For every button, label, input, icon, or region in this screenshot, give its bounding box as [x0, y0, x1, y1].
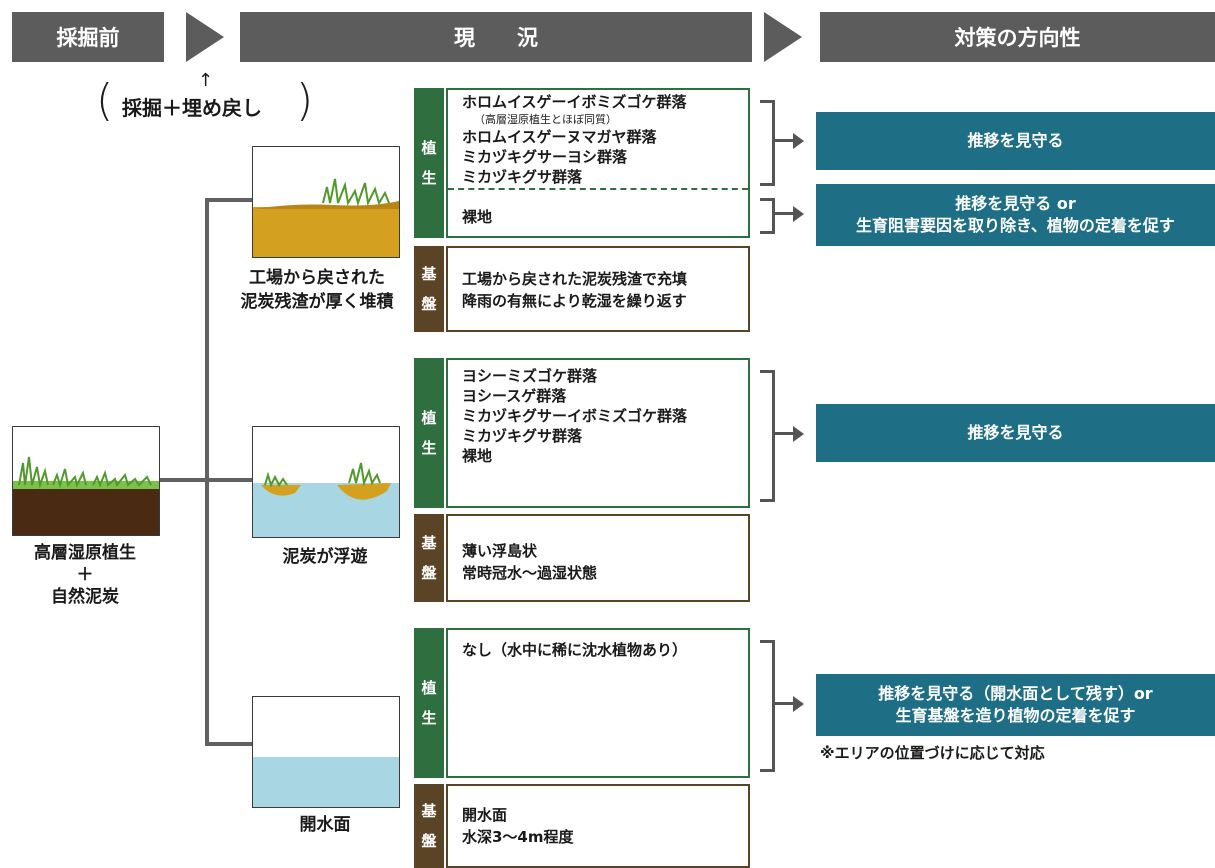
caption-case1: 工場から戻された 泥炭残渣が厚く堆積 [240, 268, 394, 312]
base-item: 常時冠水～過湿状態 [462, 564, 598, 582]
arrow-shaft-case3 [775, 702, 793, 705]
veg-bare-case1: 裸地 [462, 208, 493, 226]
scene-case1-illustration [253, 178, 399, 257]
scene-case2-illustration [253, 462, 399, 537]
veg-box-case3: なし（水中に稀に沈水植物あり） [446, 628, 750, 778]
veg-item: ミカヅキグサーヨシ群落 [462, 148, 628, 166]
header-arrow-2 [764, 12, 802, 62]
veg-item: ヨシーミズゴケ群落 [462, 367, 598, 385]
header-current: 現 況 [240, 12, 752, 62]
connector-trunk [205, 198, 209, 746]
open-paren: ( [96, 75, 114, 126]
header-policy: 対策の方向性 [820, 12, 1215, 62]
veg-item: ミカヅキグサーイボミズゴケ群落 [462, 407, 688, 425]
arrow-head-case1a [793, 133, 804, 149]
bracket-case3 [760, 640, 775, 772]
up-arrow: ↑ [198, 70, 214, 91]
veg-item: ホロムイスゲーイボミズゴケ群落 [462, 93, 687, 111]
base-item: 水深3～4m程度 [462, 828, 574, 846]
scene-case2 [252, 426, 400, 538]
connector-case3 [205, 742, 252, 746]
tag-veg-case2: 植生 [414, 358, 444, 508]
tag-veg-case1: 植生 [414, 88, 444, 238]
arrow-head-case2 [793, 426, 804, 442]
veg-item: なし（水中に稀に沈水植物あり） [462, 641, 688, 659]
veg-item: ミカヅキグサ群落 [462, 168, 583, 186]
tag-base-case3: 基盤 [414, 784, 444, 868]
tag-veg-case3: 植生 [414, 628, 444, 778]
caption-original: 高層湿原植生 ＋ 自然泥炭 [34, 543, 136, 607]
veg-item: ミカヅキグサ群落 [462, 427, 583, 445]
veg-divider [448, 188, 748, 190]
scene-original-illustration [13, 456, 159, 535]
tag-base-case2: 基盤 [414, 514, 444, 602]
scene-case3 [252, 696, 400, 808]
veg-item: 裸地 [462, 447, 493, 465]
header-arrow-1 [186, 12, 224, 62]
veg-box-case2: ヨシーミズゴケ群落 ヨシースゲ群落 ミカヅキグサーイボミズゴケ群落 ミカヅキグサ… [446, 358, 750, 508]
connector-case2 [205, 478, 252, 482]
base-box-case2: 薄い浮島状 常時冠水～過湿状態 [446, 514, 750, 602]
policy-case1a: 推移を見守る [816, 112, 1215, 170]
base-item: 開水面 [462, 806, 508, 824]
arrow-head-case3 [793, 696, 804, 712]
tag-base-case1: 基盤 [414, 246, 444, 332]
policy-note-case3: ※エリアの位置づけに応じて対応 [820, 744, 1045, 762]
scene-case1 [252, 146, 400, 258]
base-item: 工場から戻された泥炭残渣で充填 [462, 270, 688, 288]
arrow-shaft-case1b [775, 212, 793, 215]
base-box-case1: 工場から戻された泥炭残渣で充填 降雨の有無により乾湿を繰り返す [446, 246, 750, 332]
scene-original [12, 426, 160, 536]
veg-box-case1: ホロムイスゲーイボミズゴケ群落 （高層湿原植生とほぼ同質） ホロムイスゲーヌマガ… [446, 88, 750, 238]
veg-note: （高層湿原植生とほぼ同質） [474, 113, 617, 126]
connector-main [158, 478, 208, 482]
arrow-head-case1b [793, 206, 804, 222]
caption-case3: 開水面 [299, 815, 351, 835]
bracket-case2 [760, 370, 775, 502]
base-item: 降雨の有無により乾湿を繰り返す [462, 292, 687, 310]
veg-item: ホロムイスゲーヌマガヤ群落 [462, 128, 657, 146]
excavation-label: 採掘＋埋め戻し [122, 96, 262, 120]
base-item: 薄い浮島状 [462, 542, 538, 560]
scene-case3-illustration [253, 757, 399, 807]
close-paren: ) [296, 75, 314, 126]
arrow-shaft-case2 [775, 432, 793, 435]
bracket-case1a [760, 100, 775, 186]
veg-item: ヨシースゲ群落 [462, 387, 567, 405]
caption-case2: 泥炭が浮遊 [282, 547, 368, 567]
header-before: 採掘前 [12, 12, 164, 62]
arrow-shaft-case1a [775, 139, 793, 142]
base-box-case3: 開水面 水深3～4m程度 [446, 784, 750, 868]
connector-case1 [205, 198, 252, 202]
policy-case2: 推移を見守る [816, 404, 1215, 462]
bracket-case1b [760, 198, 775, 234]
